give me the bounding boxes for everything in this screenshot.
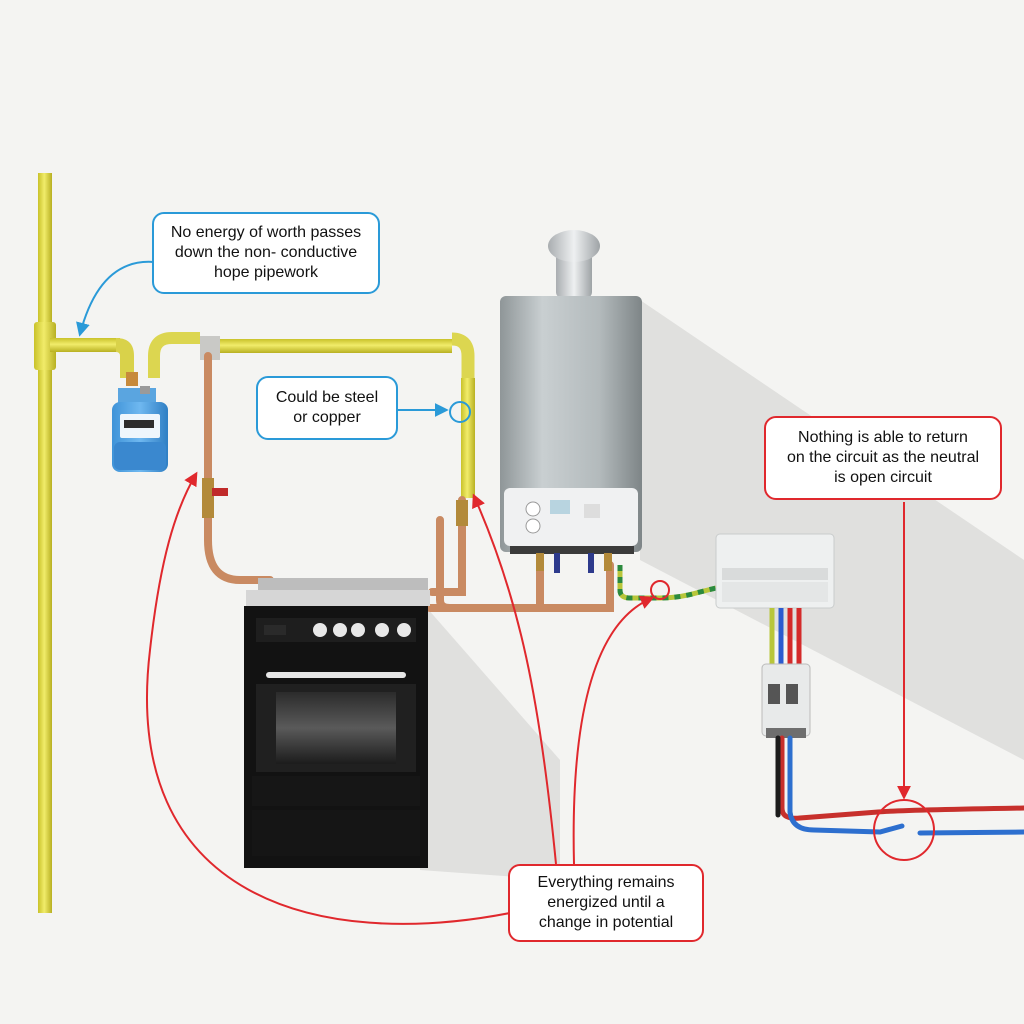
annotation-arrows xyxy=(76,260,911,925)
copper-pipework xyxy=(204,352,614,612)
isolator-switch xyxy=(761,663,811,738)
supply-cables xyxy=(769,608,802,666)
boiler-gas-valve xyxy=(456,500,468,526)
callout-open-neutral: Nothing is able to return on the circuit… xyxy=(764,416,1002,500)
callout-hdpe-pipework: No energy of worth passes down the non- … xyxy=(152,212,380,294)
steel-copper-marker xyxy=(449,401,471,423)
cooker xyxy=(244,578,430,868)
gas-riser-pipe xyxy=(34,173,138,913)
callout-remains-energized: Everything remains energized until a cha… xyxy=(508,864,704,942)
consumer-unit xyxy=(715,533,835,609)
open-neutral-marker xyxy=(873,799,935,861)
callout-steel-or-copper: Could be steel or copper xyxy=(256,376,398,440)
incoming-cables xyxy=(775,735,1024,836)
earth-connection-marker xyxy=(650,580,670,600)
gas-valve xyxy=(202,478,214,518)
gas-meter xyxy=(112,386,168,472)
shadows xyxy=(420,300,1024,880)
boiler xyxy=(500,230,642,573)
